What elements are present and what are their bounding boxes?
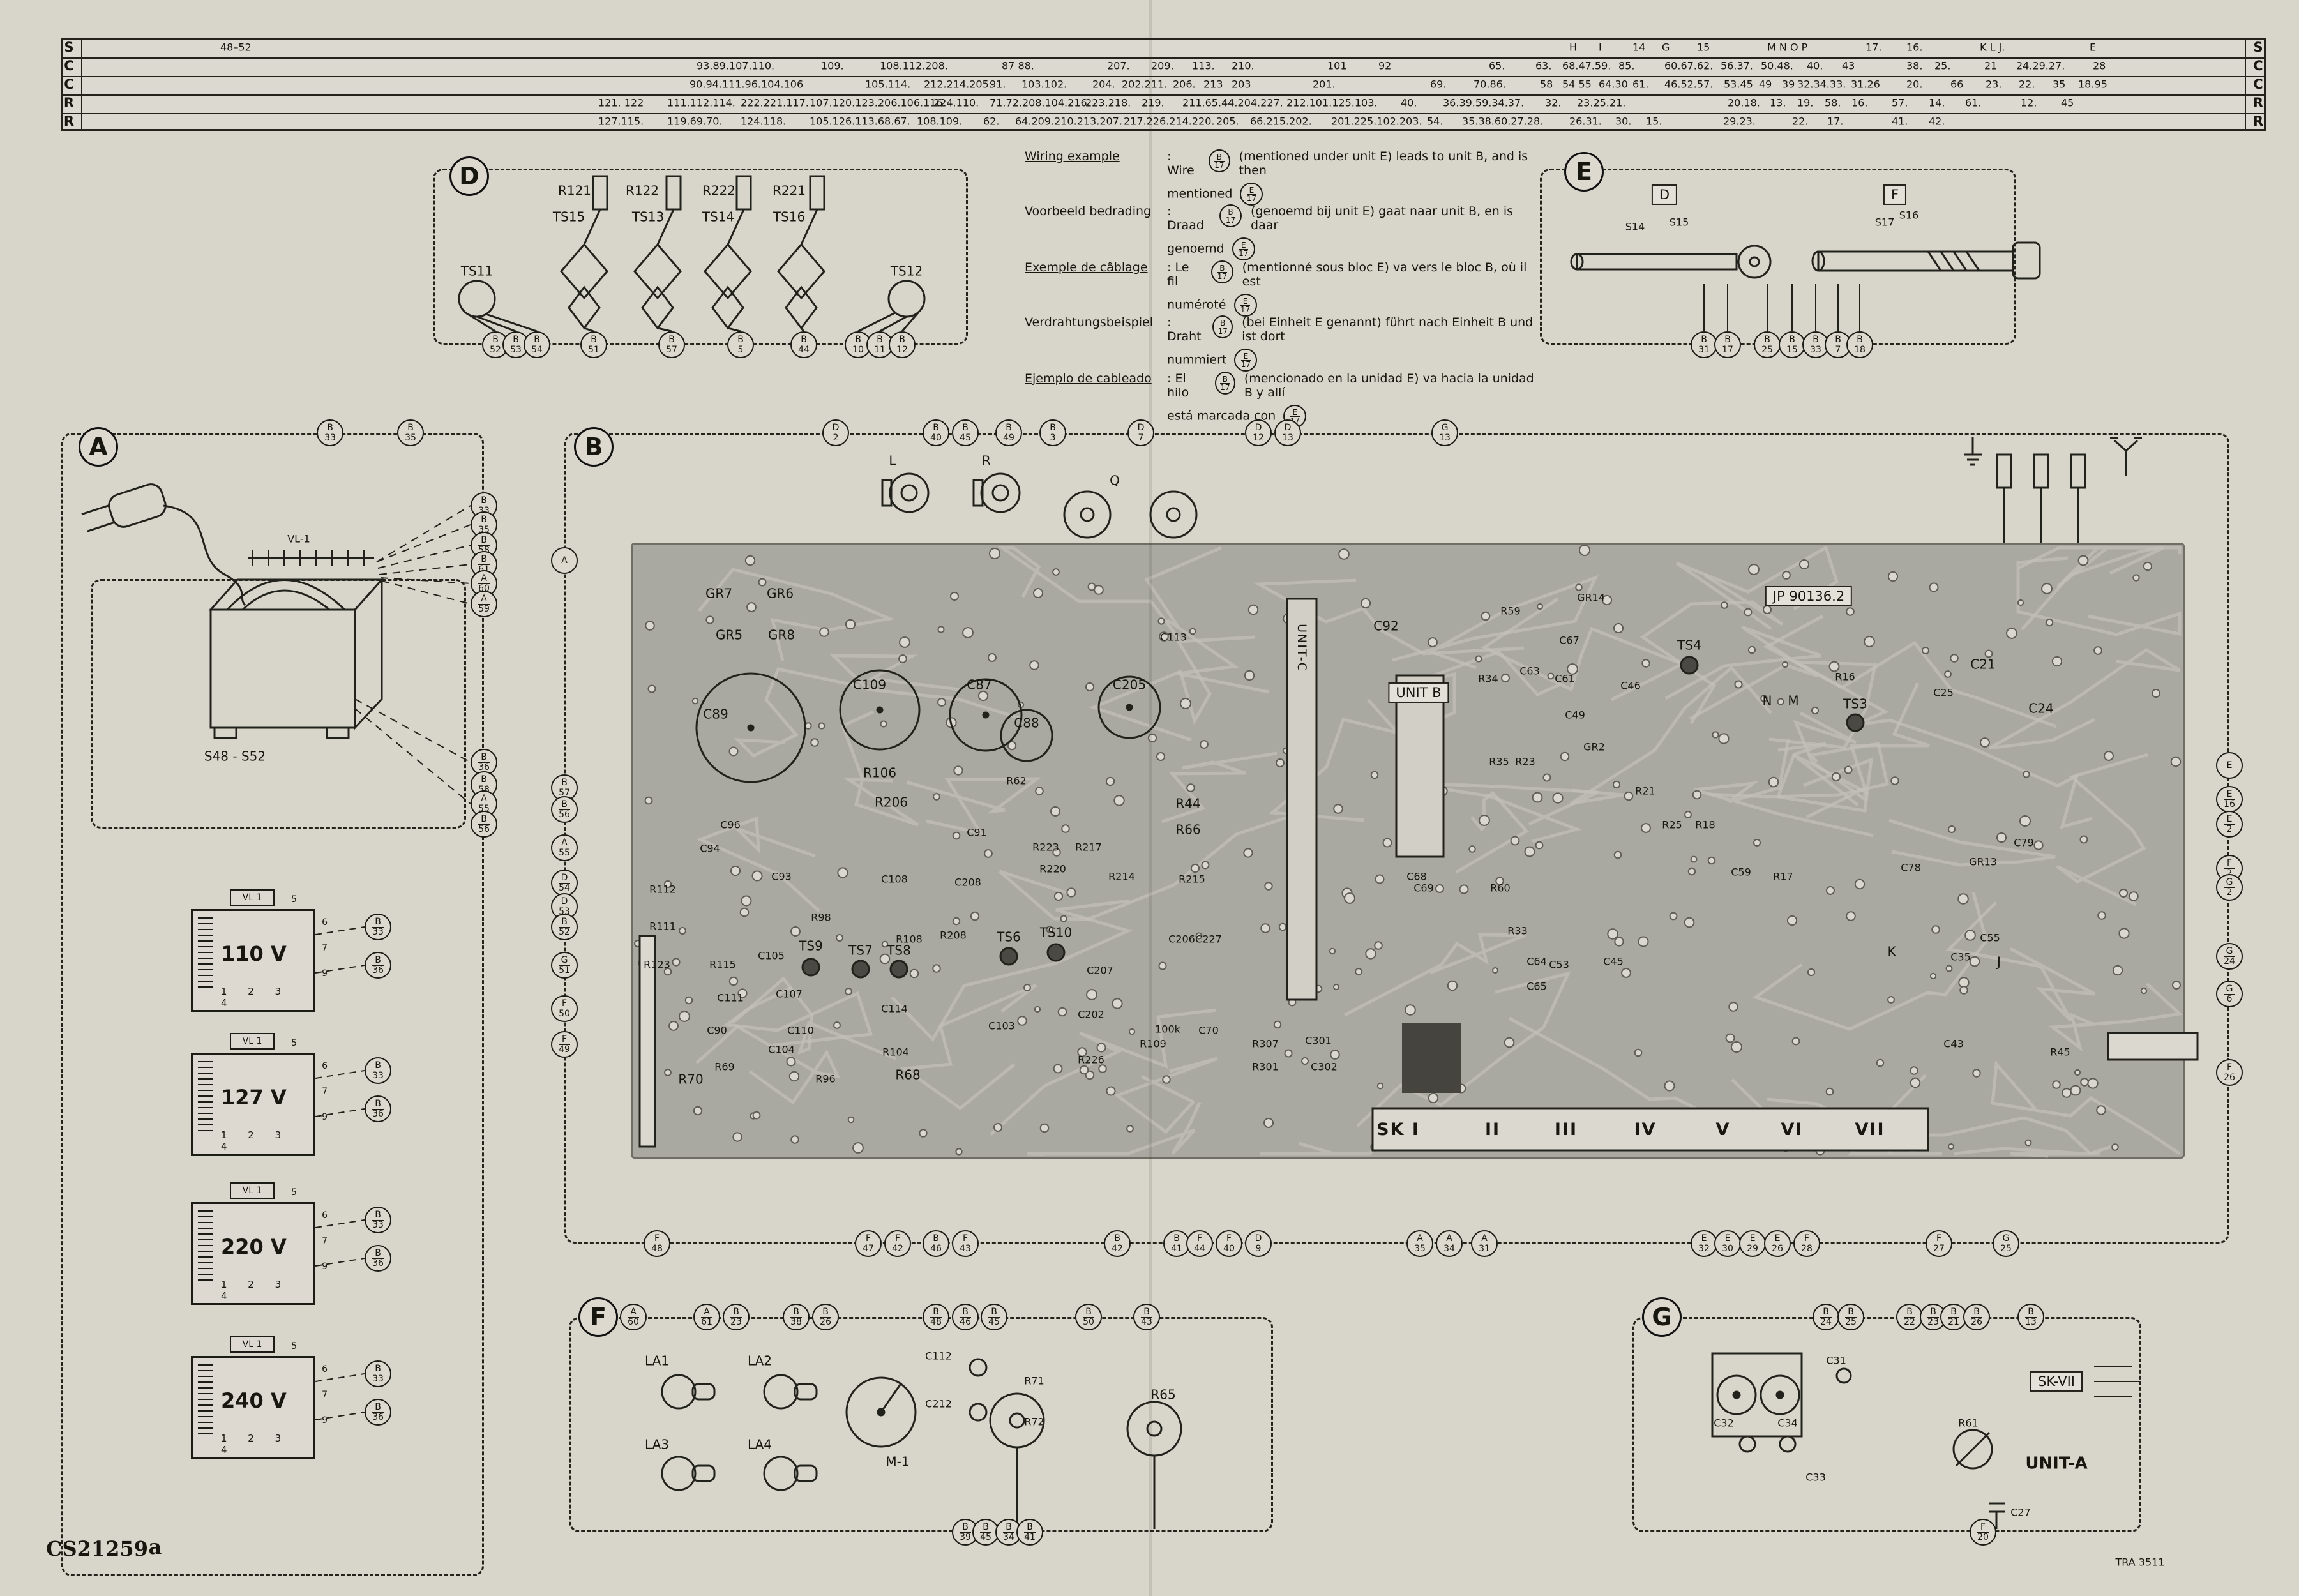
strip-divider <box>63 57 2264 59</box>
section-f-panel <box>569 1317 1273 1532</box>
section-g-panel <box>1632 1317 2141 1532</box>
tuning-gang-drawing <box>1711 1352 2141 1529</box>
output-transformer-symbols <box>458 175 926 333</box>
strip-left-cell-divider <box>81 40 82 129</box>
index-strip <box>61 38 2266 131</box>
speaker-symbols <box>881 472 1198 539</box>
pcb-large-capacitors <box>695 669 1161 783</box>
antenna-connectors <box>1964 437 2142 543</box>
page-fold-line <box>1149 0 1152 1596</box>
strip-divider <box>63 113 2264 114</box>
section-d-panel <box>433 169 968 345</box>
section-a-panel <box>61 433 484 1576</box>
dial-lamps-and-meter <box>661 1358 1182 1529</box>
strip-divider <box>63 76 2264 77</box>
dial-drive-drawing <box>1570 241 2041 331</box>
power-transformer-drawing <box>208 505 471 1420</box>
strip-right-cell-divider <box>2245 40 2246 129</box>
pcb-modules <box>638 598 2199 1152</box>
pcb-trace-decor <box>634 545 2183 1158</box>
strip-divider <box>63 94 2264 96</box>
mains-plug-drawing <box>81 483 246 606</box>
